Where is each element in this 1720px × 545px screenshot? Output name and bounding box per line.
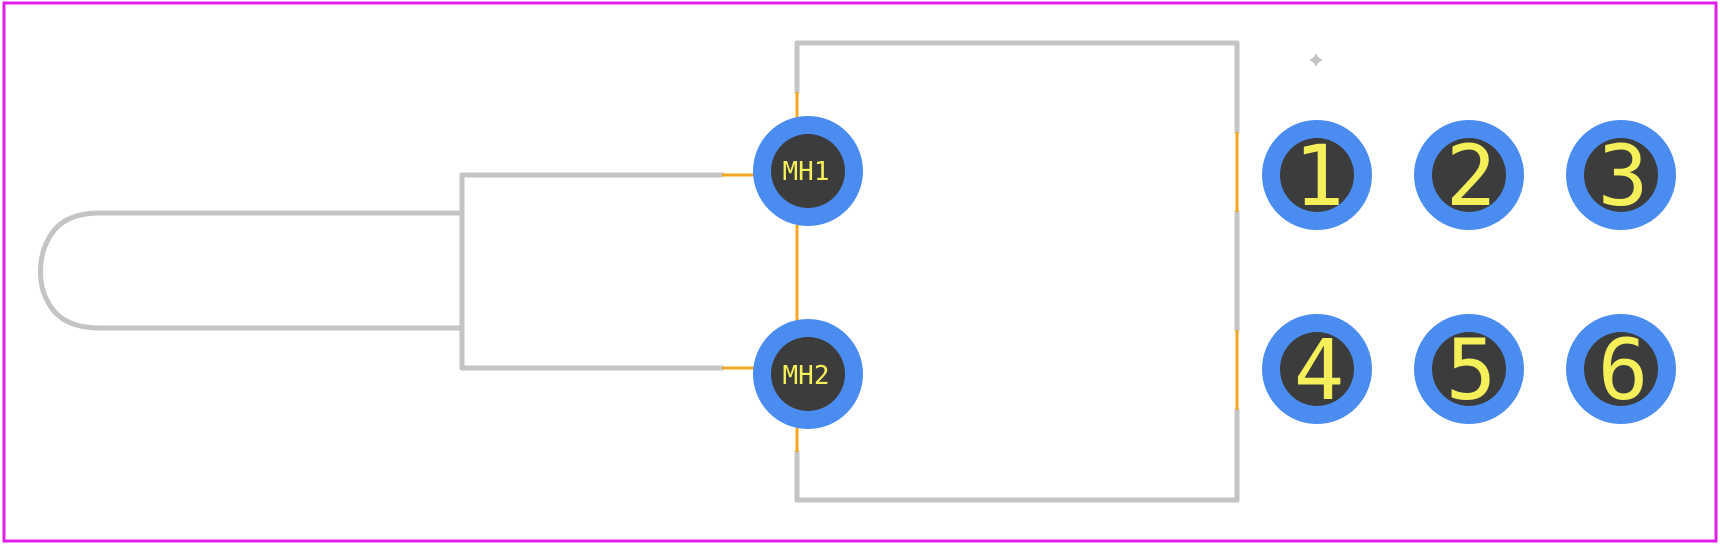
- pin1-marker-cross: [1310, 54, 1322, 66]
- pin-5[interactable]: 5: [1414, 314, 1524, 424]
- pin-6-label: 6: [1598, 321, 1649, 419]
- keepout-lines: [722, 92, 1239, 452]
- mounting-hole-mh1[interactable]: MH1: [753, 116, 863, 226]
- pin-3-label: 3: [1598, 127, 1649, 225]
- pin-2[interactable]: 2: [1414, 120, 1524, 230]
- pin1-marker: [1310, 54, 1322, 66]
- pin-4-label: 4: [1294, 321, 1345, 419]
- mh2-drill: [771, 337, 845, 411]
- pin-5-drill: [1432, 332, 1506, 406]
- mounting-hole-mh2[interactable]: MH2: [753, 319, 863, 429]
- lever-tip-arc: [38, 210, 103, 331]
- pin-3[interactable]: 3: [1566, 120, 1676, 230]
- pin-1-label: 1: [1294, 127, 1345, 225]
- silkscreen-body: [794, 40, 1240, 503]
- pin-4[interactable]: 4: [1262, 314, 1372, 424]
- pin-4-drill: [1280, 332, 1354, 406]
- mh2-label: MH2: [783, 361, 830, 391]
- mh1-drill: [771, 134, 845, 208]
- pin-6[interactable]: 6: [1566, 314, 1676, 424]
- pin-1[interactable]: 1: [1262, 120, 1372, 230]
- silkscreen-lever: [38, 172, 725, 371]
- pin-3-drill: [1584, 138, 1658, 212]
- pin-2-label: 2: [1446, 127, 1497, 225]
- mh1-label: MH1: [783, 157, 830, 187]
- pin-1-drill: [1280, 138, 1354, 212]
- pin-2-drill: [1432, 138, 1506, 212]
- pin-6-drill: [1584, 332, 1658, 406]
- pin-5-label: 5: [1446, 321, 1497, 419]
